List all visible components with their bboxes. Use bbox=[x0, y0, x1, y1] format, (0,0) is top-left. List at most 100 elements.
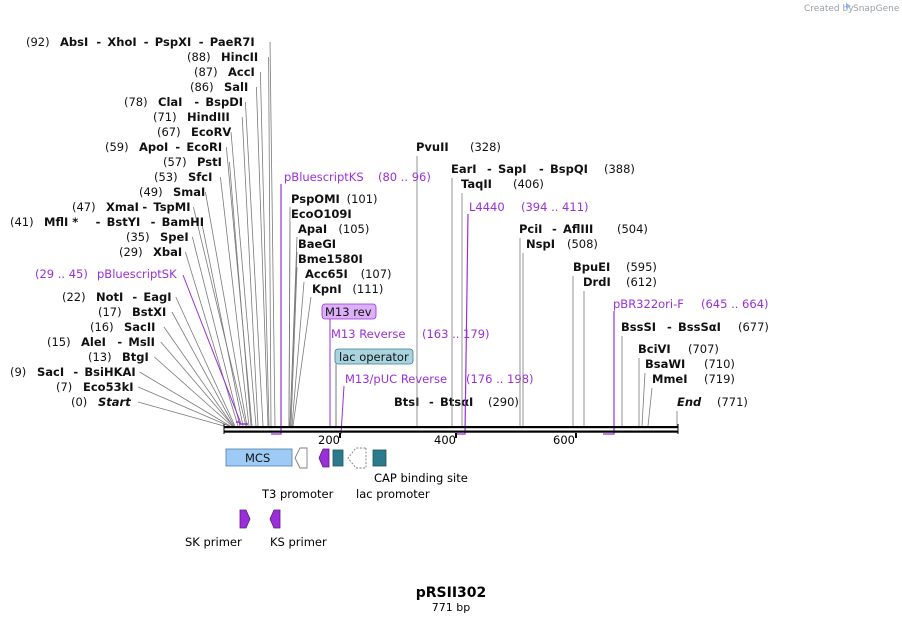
enzyme-name: MslI bbox=[128, 335, 155, 349]
pbr322ori-range: (645 .. 664) bbox=[701, 297, 769, 311]
enzyme-name: BspDI bbox=[205, 95, 243, 109]
mcs-feature: MCS bbox=[225, 448, 293, 467]
axis-tick-600: 600 bbox=[553, 433, 575, 447]
site-leader-line bbox=[171, 311, 235, 427]
drdi-site: DrdI (612) bbox=[583, 275, 657, 426]
enzyme-name: SalI bbox=[224, 80, 248, 94]
site-leader-line bbox=[230, 131, 257, 427]
site-separator: - bbox=[199, 35, 204, 49]
site-row: (16)SacII bbox=[90, 320, 155, 334]
site-position: (53) bbox=[154, 170, 178, 184]
sk-primer-range: (29 .. 45) bbox=[35, 267, 88, 281]
pbr322ori-label: pBR322ori-F (645 .. 664) bbox=[603, 297, 769, 435]
site-row: (53)SfcI bbox=[154, 170, 212, 184]
eari-site: EarI - SapI - BspQI (388) bbox=[451, 162, 635, 426]
svg-text:-: - bbox=[539, 162, 544, 176]
site-row: (92)AbsI-XhoI-PspXI-PaeR7I bbox=[26, 35, 255, 49]
enzyme-name: BamHI bbox=[162, 215, 204, 229]
enzyme-name: AccI bbox=[228, 65, 255, 79]
site-row: (86) SalI bbox=[190, 80, 248, 94]
plasmid-length: 771 bp bbox=[432, 601, 470, 614]
site-row: (17)BstXI bbox=[98, 305, 166, 319]
site-row: (57)PstI bbox=[163, 155, 222, 169]
enzyme-name: EcoRI bbox=[186, 140, 222, 154]
brand-text: SnapGene bbox=[853, 4, 900, 14]
enzyme-name: AleI bbox=[81, 335, 106, 349]
btsi-site: BtsI - BtsαI (290) bbox=[394, 395, 519, 409]
pcii-site: PciI - AflIII (504) bbox=[519, 222, 648, 426]
plasmid-title: pRSII302 bbox=[416, 585, 487, 601]
site-position: (0) bbox=[71, 395, 87, 409]
site-position: (101) bbox=[347, 192, 378, 206]
sequence-backbone bbox=[223, 424, 679, 438]
site-separator: - bbox=[142, 200, 147, 214]
lac-promoter-label: lac promoter bbox=[356, 487, 430, 501]
btsi-pos: (290) bbox=[488, 395, 519, 409]
enzyme-name: HindIII bbox=[187, 110, 230, 124]
site-leader-line bbox=[175, 296, 236, 427]
site-separator: - bbox=[132, 290, 137, 304]
bcivi-name: BciVI bbox=[638, 342, 671, 356]
site-row: (13)BtgI bbox=[88, 350, 149, 364]
pvuii-pos: (328) bbox=[470, 140, 501, 154]
mid-site-list: PspOMI(101)EcoO109IApaI(105)BaeGIBme1580… bbox=[288, 192, 392, 427]
enzyme-name: NotI bbox=[96, 290, 123, 304]
l4440-name: L4440 bbox=[469, 200, 505, 214]
bcivi-pos: (707) bbox=[688, 342, 719, 356]
cap-binding-site-box-icon bbox=[372, 449, 387, 467]
restriction-site-list: (92)AbsI-XhoI-PspXI-PaeR7I(88)HincII(87)… bbox=[10, 35, 258, 409]
svg-text:-: - bbox=[552, 222, 557, 236]
site-row: (15)AleI-MslI bbox=[47, 335, 155, 349]
site-row: (49)SmaI bbox=[139, 185, 205, 199]
site-position: (92) bbox=[26, 35, 50, 49]
bsssi-name: BssSI bbox=[621, 320, 656, 334]
m13-reverse-label: M13 Reverse (163 .. 179) bbox=[331, 327, 490, 341]
site-leader-line bbox=[205, 191, 248, 427]
enzyme-name: EcoRV bbox=[191, 125, 231, 139]
enzyme-name: Bme1580I bbox=[298, 252, 363, 266]
drdi-pos: (612) bbox=[626, 275, 657, 289]
enzyme-name: XhoI bbox=[107, 35, 136, 49]
mid-site-row: Acc65I(107) bbox=[291, 267, 392, 427]
t3-promoter-arrow-icon bbox=[294, 447, 308, 469]
site-leader-line bbox=[288, 221, 291, 427]
ks-primer-range: (80 .. 96) bbox=[378, 170, 431, 184]
site-row: (47)XmaI-TspMI bbox=[72, 200, 191, 214]
end-name: End bbox=[677, 395, 702, 409]
bpuei-name: BpuEI bbox=[573, 260, 610, 274]
enzyme-name: EcoO109I bbox=[291, 207, 352, 221]
end-site: End (771) bbox=[676, 395, 748, 426]
pbr322ori-name: pBR322ori-F bbox=[613, 297, 684, 311]
axis-tick-400: 400 bbox=[434, 433, 456, 447]
enzyme-name: KpnI bbox=[312, 282, 342, 296]
cap-binding-site-label: CAP binding site bbox=[374, 471, 468, 485]
site-row: (87)AccI bbox=[194, 65, 255, 79]
site-position: (88) bbox=[187, 50, 211, 64]
ks-primer-label: KS primer bbox=[270, 535, 327, 549]
site-position: (86) bbox=[190, 80, 214, 94]
site-leader-line bbox=[137, 401, 225, 427]
site-position: (49) bbox=[139, 185, 163, 199]
taqii-site: TaqII (406) bbox=[461, 177, 544, 426]
site-leader-line bbox=[163, 326, 234, 427]
bpuei-pos: (595) bbox=[626, 260, 657, 274]
svg-text:-: - bbox=[487, 162, 492, 176]
enzyme-name: ApoI bbox=[139, 140, 168, 154]
site-leader-lines bbox=[137, 41, 276, 427]
site-position: (41) bbox=[10, 215, 34, 229]
enzyme-name: PspXI bbox=[155, 35, 191, 49]
credit-text: Created by bbox=[804, 4, 854, 14]
taqii-pos: (406) bbox=[513, 177, 544, 191]
site-row: (0) Start bbox=[71, 395, 131, 409]
site-position: (57) bbox=[163, 155, 187, 169]
enzyme-name: Start bbox=[98, 395, 131, 409]
site-row: (78)ClaI-BspDI bbox=[124, 95, 243, 109]
m13-puc-label: M13/pUC Reverse (176 .. 198) bbox=[340, 372, 534, 435]
mid-site-row: EcoO109I bbox=[288, 207, 352, 427]
enzyme-name: BsiHKAI bbox=[84, 365, 135, 379]
site-leader-line bbox=[291, 281, 305, 427]
site-position: (13) bbox=[88, 350, 112, 364]
bpuei-site: BpuEI (595) bbox=[572, 260, 657, 426]
site-separator: - bbox=[144, 35, 149, 49]
enzyme-name: SacII bbox=[124, 320, 155, 334]
